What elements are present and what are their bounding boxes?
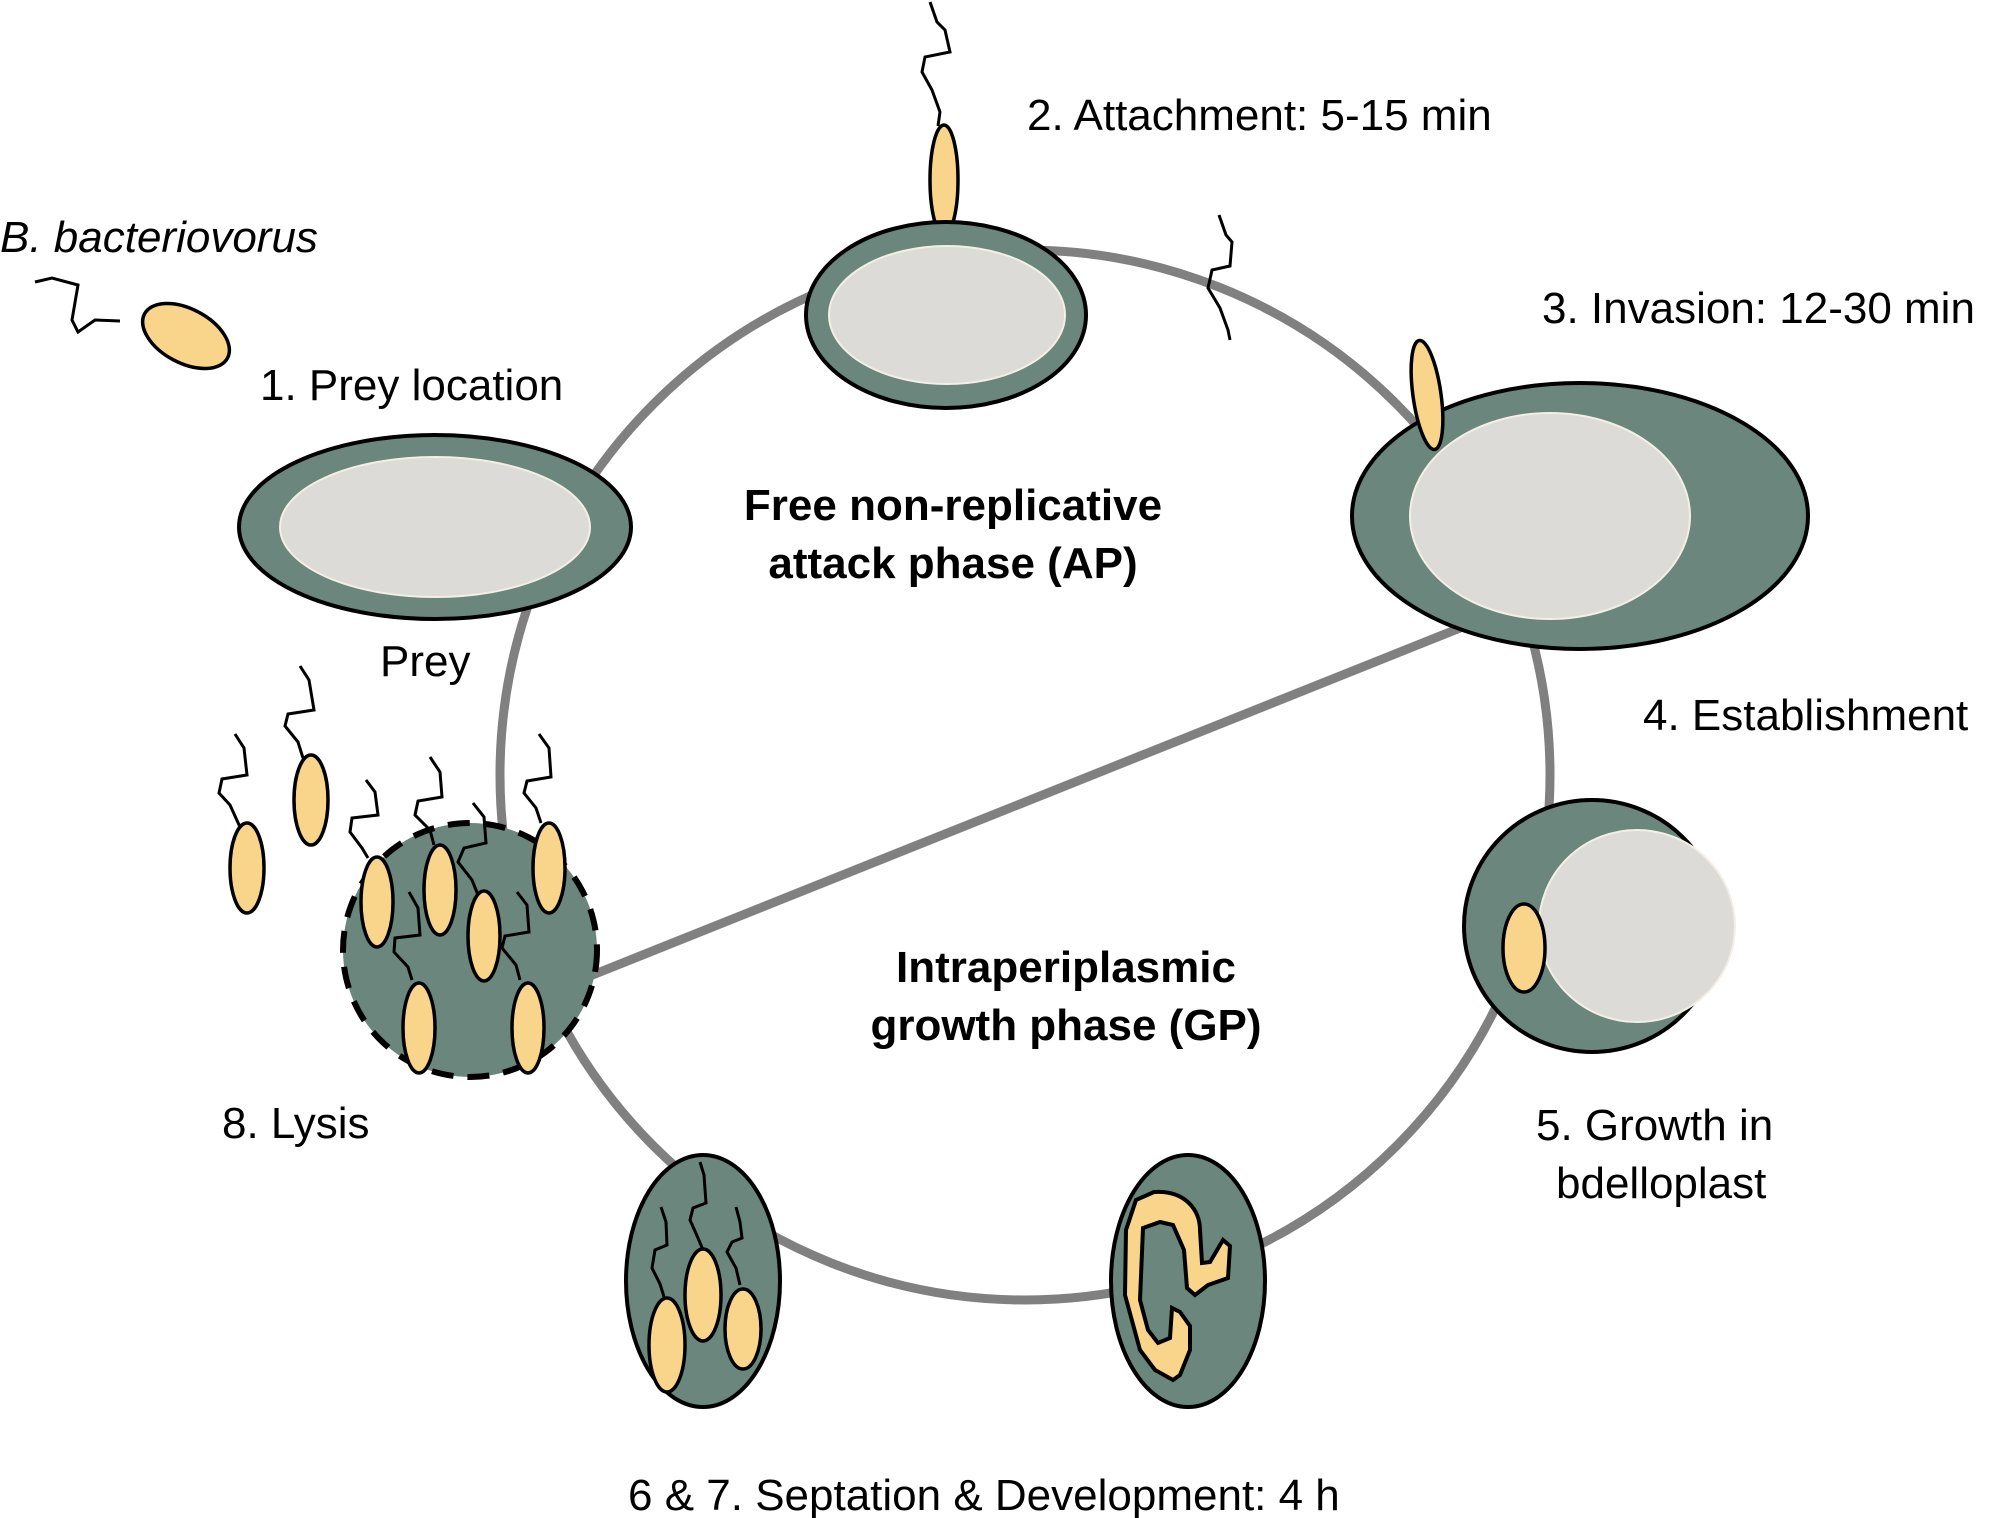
organism-label: B. bacteriovorus (0, 213, 318, 262)
attached-bdellovibrio (928, 123, 960, 237)
released-bdellovibrio (359, 855, 395, 949)
prey-cell-step3 (1206, 214, 1810, 651)
progeny-bdellovibrio (723, 1287, 763, 1371)
step5-label-line1: 5. Growth in (1536, 1101, 1773, 1150)
prey-cytoplasm (1538, 829, 1736, 1023)
prey-cell-step2 (804, 1, 1088, 410)
lysis-bdelloplast (217, 665, 600, 1080)
released-bdellovibrio (292, 753, 330, 847)
free-bdellovibrio (34, 276, 232, 371)
bdelloplast-septation (624, 1153, 782, 1409)
flagellum (1206, 214, 1234, 341)
released-bdellovibrio (531, 821, 567, 915)
flagellum (392, 891, 422, 981)
prey-cytoplasm (828, 245, 1066, 385)
flagellum (348, 779, 380, 859)
flagellum (650, 1206, 669, 1301)
bdelloplast-filament (1109, 1153, 1267, 1409)
growing-filament (1122, 1189, 1233, 1383)
growing-bdellovibrio (1501, 902, 1547, 994)
step8-label: 8. Lysis (222, 1099, 370, 1148)
phase-divider-line (578, 615, 1482, 985)
released-bdellovibrio (422, 843, 458, 937)
released-bdellovibrio (466, 889, 502, 983)
bdellovibrio-cell (140, 301, 232, 371)
released-bdellovibrio (401, 981, 437, 1075)
flagellum (688, 1161, 708, 1251)
step5-label-line2: bdelloplast (1556, 1159, 1766, 1208)
flagellum (725, 1206, 744, 1286)
growth-phase-label-line1: Intraperiplasmic (896, 943, 1236, 992)
released-bdellovibrio (510, 981, 546, 1075)
flagellum (500, 891, 531, 981)
flagellum (522, 733, 553, 824)
flagellum (413, 756, 444, 846)
step2-label: 2. Attachment: 5-15 min (1027, 91, 1492, 140)
flagellum (34, 276, 121, 335)
step3-label: 3. Invasion: 12-30 min (1542, 284, 1975, 333)
flagellum (920, 1, 952, 127)
flagellum (283, 665, 316, 759)
released-bdellovibrio (228, 821, 266, 915)
progeny-bdellovibrio (647, 1296, 687, 1394)
invading-bdellovibrio (1409, 338, 1445, 452)
step67-label: 6 & 7. Septation & Development: 4 h (628, 1471, 1340, 1518)
prey-label: Prey (380, 637, 470, 686)
flagellum (456, 802, 488, 896)
progeny-bdellovibrio (683, 1247, 723, 1343)
prey-cytoplasm (279, 456, 591, 598)
attack-phase-label-line2: attack phase (AP) (768, 539, 1137, 588)
cycle-circle (495, 245, 1555, 1305)
growth-phase-label-line2: growth phase (GP) (870, 1001, 1261, 1050)
step1-label: 1. Prey location (260, 361, 563, 410)
prey-cytoplasm (1409, 412, 1691, 620)
cycle-ring (495, 245, 1555, 1305)
attack-phase-label-line1: Free non-replicative (744, 481, 1162, 530)
step4-label: 4. Establishment (1643, 691, 1968, 740)
prey-cell-step1 (237, 433, 633, 621)
bdelloplast-step5 (1462, 798, 1736, 1054)
flagellum (217, 733, 249, 828)
